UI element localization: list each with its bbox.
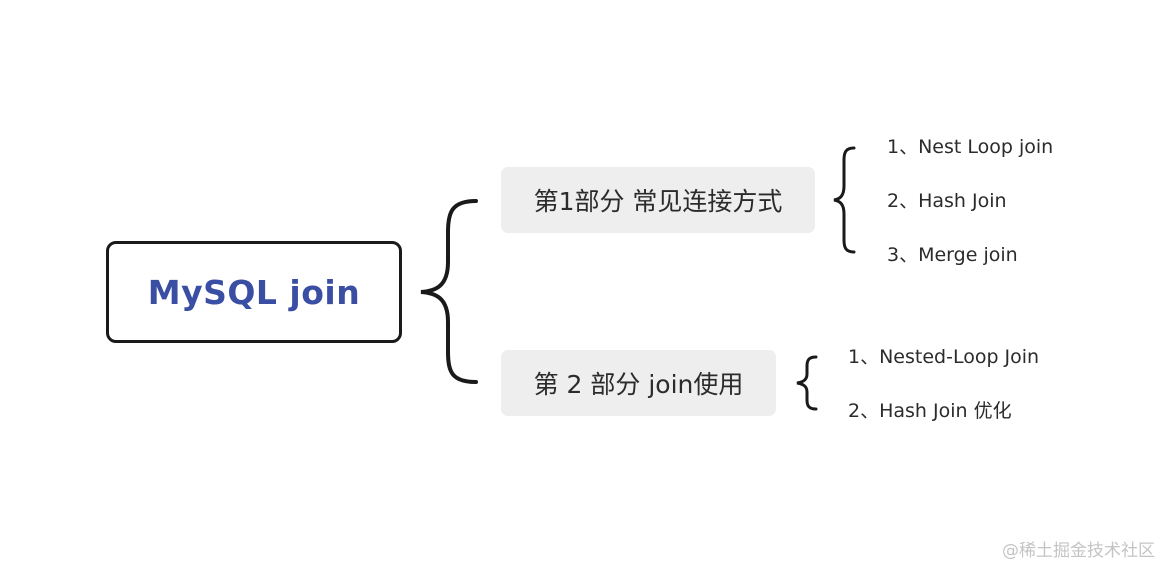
leaf-nest-loop-join: 1、Nest Loop join — [887, 136, 1054, 158]
branch-node-2: 第 2 部分 join使用 — [501, 350, 776, 416]
leaf-merge-join: 3、Merge join — [887, 244, 1018, 266]
watermark: @稀土掘金技术社区 — [1002, 541, 1155, 561]
branch-2-label: 第 2 部分 join使用 — [533, 370, 744, 399]
branch-1-brace — [833, 146, 856, 254]
leaf-nested-loop-join: 1、Nested-Loop Join — [848, 346, 1040, 368]
branch-1-label: 第1部分 常见连接方式 — [533, 187, 783, 216]
branch-node-1: 第1部分 常见连接方式 — [501, 167, 815, 233]
root-brace — [420, 199, 478, 384]
leaf-hash-join: 2、Hash Join — [887, 190, 1007, 212]
branch-2-brace — [796, 355, 818, 411]
leaf-hash-join-optimization: 2、Hash Join 优化 — [848, 400, 1012, 422]
root-node: MySQL join — [106, 241, 402, 343]
root-label: MySQL join — [147, 272, 361, 312]
